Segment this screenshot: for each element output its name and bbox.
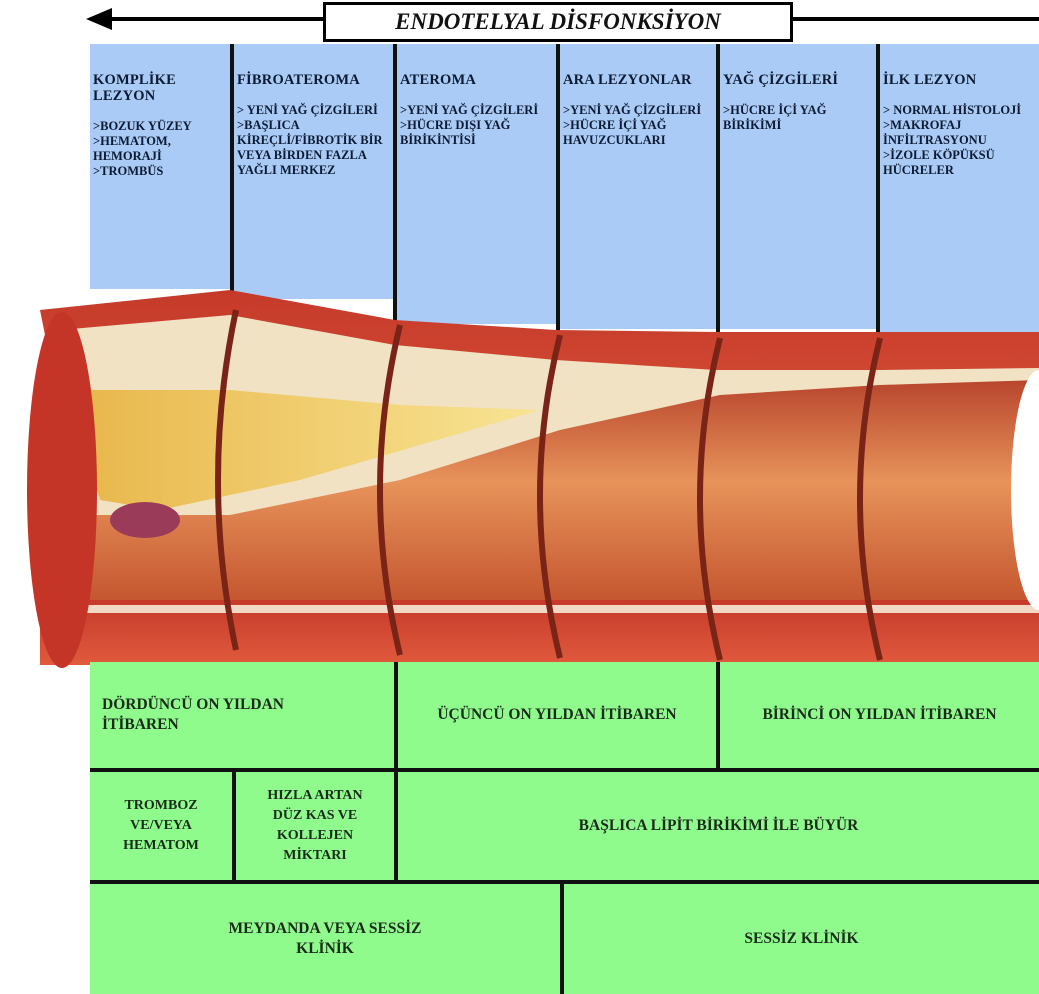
stage-details: >YENİ YAĞ ÇİZGİLERİ >HÜCRE İÇİ YAĞ HAVUZ… [563, 103, 712, 148]
onset-label: DÖRDÜNCÜ ON YILDAN İTİBAREN [102, 695, 332, 735]
stage-title: İLK LEZYON [883, 72, 1035, 88]
column-divider [716, 662, 720, 768]
column-divider [560, 884, 564, 994]
stage-title: FİBROATEROMA [237, 72, 389, 88]
arrow-line-right [792, 17, 1039, 21]
header-divider [230, 44, 234, 314]
growth-smooth-muscle: HIZLA ARTAN DÜZ KAS VE KOLLEJEN MİKTARI [236, 772, 394, 880]
stage-details: > NORMAL HİSTOLOJİ >MAKROFAJ İNFİLTRASYO… [883, 103, 1035, 178]
artery-cut-face [27, 312, 97, 668]
growth-label: HIZLA ARTAN DÜZ KAS VE KOLLEJEN MİKTARI [256, 786, 374, 866]
clinical-label: MEYDANDA VEYA SESSİZ KLİNİK [205, 919, 445, 959]
stage-details: > YENİ YAĞ ÇİZGİLERİ >BAŞLICA KİREÇLİ/Fİ… [237, 103, 389, 178]
onset-label: BİRİNCİ ON YILDAN İTİBAREN [762, 705, 996, 725]
arrow-left-icon [86, 8, 112, 30]
stage-details: >HÜCRE İÇİ YAĞ BİRİKİMİ [723, 103, 872, 133]
lower-wall-band [40, 605, 1039, 613]
growth-lipid-accumulation: BAŞLICA LİPİT BİRİKİMİ İLE BÜYÜR [398, 772, 1039, 880]
stage-details: >YENİ YAĞ ÇİZGİLERİ >HÜCRE DIŞI YAĞ BİRİ… [400, 103, 552, 148]
onset-first-decade: BİRİNCİ ON YILDAN İTİBAREN [720, 662, 1039, 768]
arrow-line-left [108, 17, 324, 21]
stage-title: KOMPLİKE LEZYON [93, 72, 226, 104]
stage-details: >BOZUK YÜZEY >HEMATOM, HEMORAJİ >TROMBÜS [93, 119, 226, 179]
stage-title: YAĞ ÇİZGİLERİ [723, 72, 872, 88]
stage-title: ARA LEZYONLAR [563, 72, 712, 88]
growth-label: BAŞLICA LİPİT BİRİKİMİ İLE BÜYÜR [579, 816, 859, 836]
clinical-overt-or-silent: MEYDANDA VEYA SESSİZ KLİNİK [90, 884, 560, 994]
stage-title: ATEROMA [400, 72, 552, 88]
growth-thrombosis: TROMBOZ VE/VEYA HEMATOM [90, 772, 232, 880]
onset-fourth-decade: DÖRDÜNCÜ ON YILDAN İTİBAREN [90, 662, 394, 768]
row-divider [90, 880, 1039, 884]
thrombus [110, 502, 180, 538]
stage-complicated-lesion: KOMPLİKE LEZYON >BOZUK YÜZEY >HEMATOM, H… [90, 44, 230, 289]
stage-fibroatheroma: FİBROATEROMA > YENİ YAĞ ÇİZGİLERİ >BAŞLI… [234, 44, 393, 299]
diagram-title: ENDOTELYAL DİSFONKSİYON [323, 2, 793, 42]
clinical-silent: SESSİZ KLİNİK [564, 884, 1039, 994]
column-divider [394, 662, 398, 884]
artery-illustration [0, 280, 1039, 670]
onset-label: ÜÇÜNCÜ ON YILDAN İTİBAREN [437, 705, 676, 725]
onset-third-decade: ÜÇÜNCÜ ON YILDAN İTİBAREN [398, 662, 716, 768]
growth-label: TROMBOZ VE/VEYA HEMATOM [106, 796, 216, 856]
clinical-label: SESSİZ KLİNİK [744, 929, 858, 949]
column-divider [232, 772, 236, 880]
